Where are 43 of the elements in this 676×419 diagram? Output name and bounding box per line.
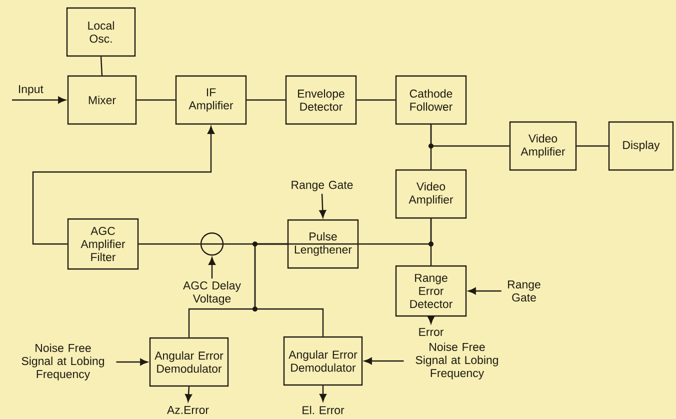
connector: [200, 243, 359, 245]
signal-label: Az.Error: [167, 406, 209, 414]
connector: [208, 257, 216, 279]
connector: [32, 126, 214, 245]
connector: [185, 386, 192, 402]
connector: [576, 145, 608, 147]
connector: [428, 316, 434, 324]
connector: [430, 124, 432, 170]
signal-label: Range Gate: [508, 280, 540, 302]
block-box: Pulse Lengthener: [287, 219, 359, 269]
block-box: Local Osc.: [66, 7, 136, 57]
block-box: Angular Error Demodulator: [149, 337, 229, 387]
block-box: AGC Amplifier Filter: [67, 218, 139, 270]
connector: [254, 243, 324, 336]
block-box: IF Amplifier: [175, 75, 247, 125]
block-box: Envelope Detector: [285, 75, 357, 125]
signal-label: Error: [419, 328, 444, 336]
connector: [468, 288, 502, 294]
connector: [12, 96, 66, 104]
signal-label: Noise Free Signal at Lobing Frequency: [416, 342, 498, 380]
connector: [320, 386, 326, 402]
connector: [136, 99, 176, 101]
connector: [116, 358, 148, 366]
signal-label: Noise Free Signal at Lobing Frequency: [22, 344, 104, 380]
connector: [100, 56, 103, 76]
connector: [138, 243, 200, 245]
connector: [356, 99, 396, 101]
block-box: Cathode Follower: [395, 75, 467, 125]
block-box: Video Amplifier: [509, 121, 577, 171]
connector: [364, 358, 404, 364]
signal-label: Range Gate: [292, 180, 353, 192]
block-box: Display: [608, 121, 674, 171]
block-box: Range Error Detector: [395, 265, 467, 317]
block-box: Video Amplifier: [395, 169, 467, 219]
connector: [246, 99, 286, 101]
signal-label: El. Error: [302, 406, 344, 414]
signal-label: AGC Delay Voltage: [183, 281, 241, 305]
block-box: Angular Error Demodulator: [283, 336, 363, 386]
block-box: Mixer: [67, 75, 137, 125]
summing-circle: [200, 232, 224, 256]
connector: [430, 218, 432, 266]
signal-label: Input: [19, 85, 44, 96]
connector: [319, 194, 326, 218]
